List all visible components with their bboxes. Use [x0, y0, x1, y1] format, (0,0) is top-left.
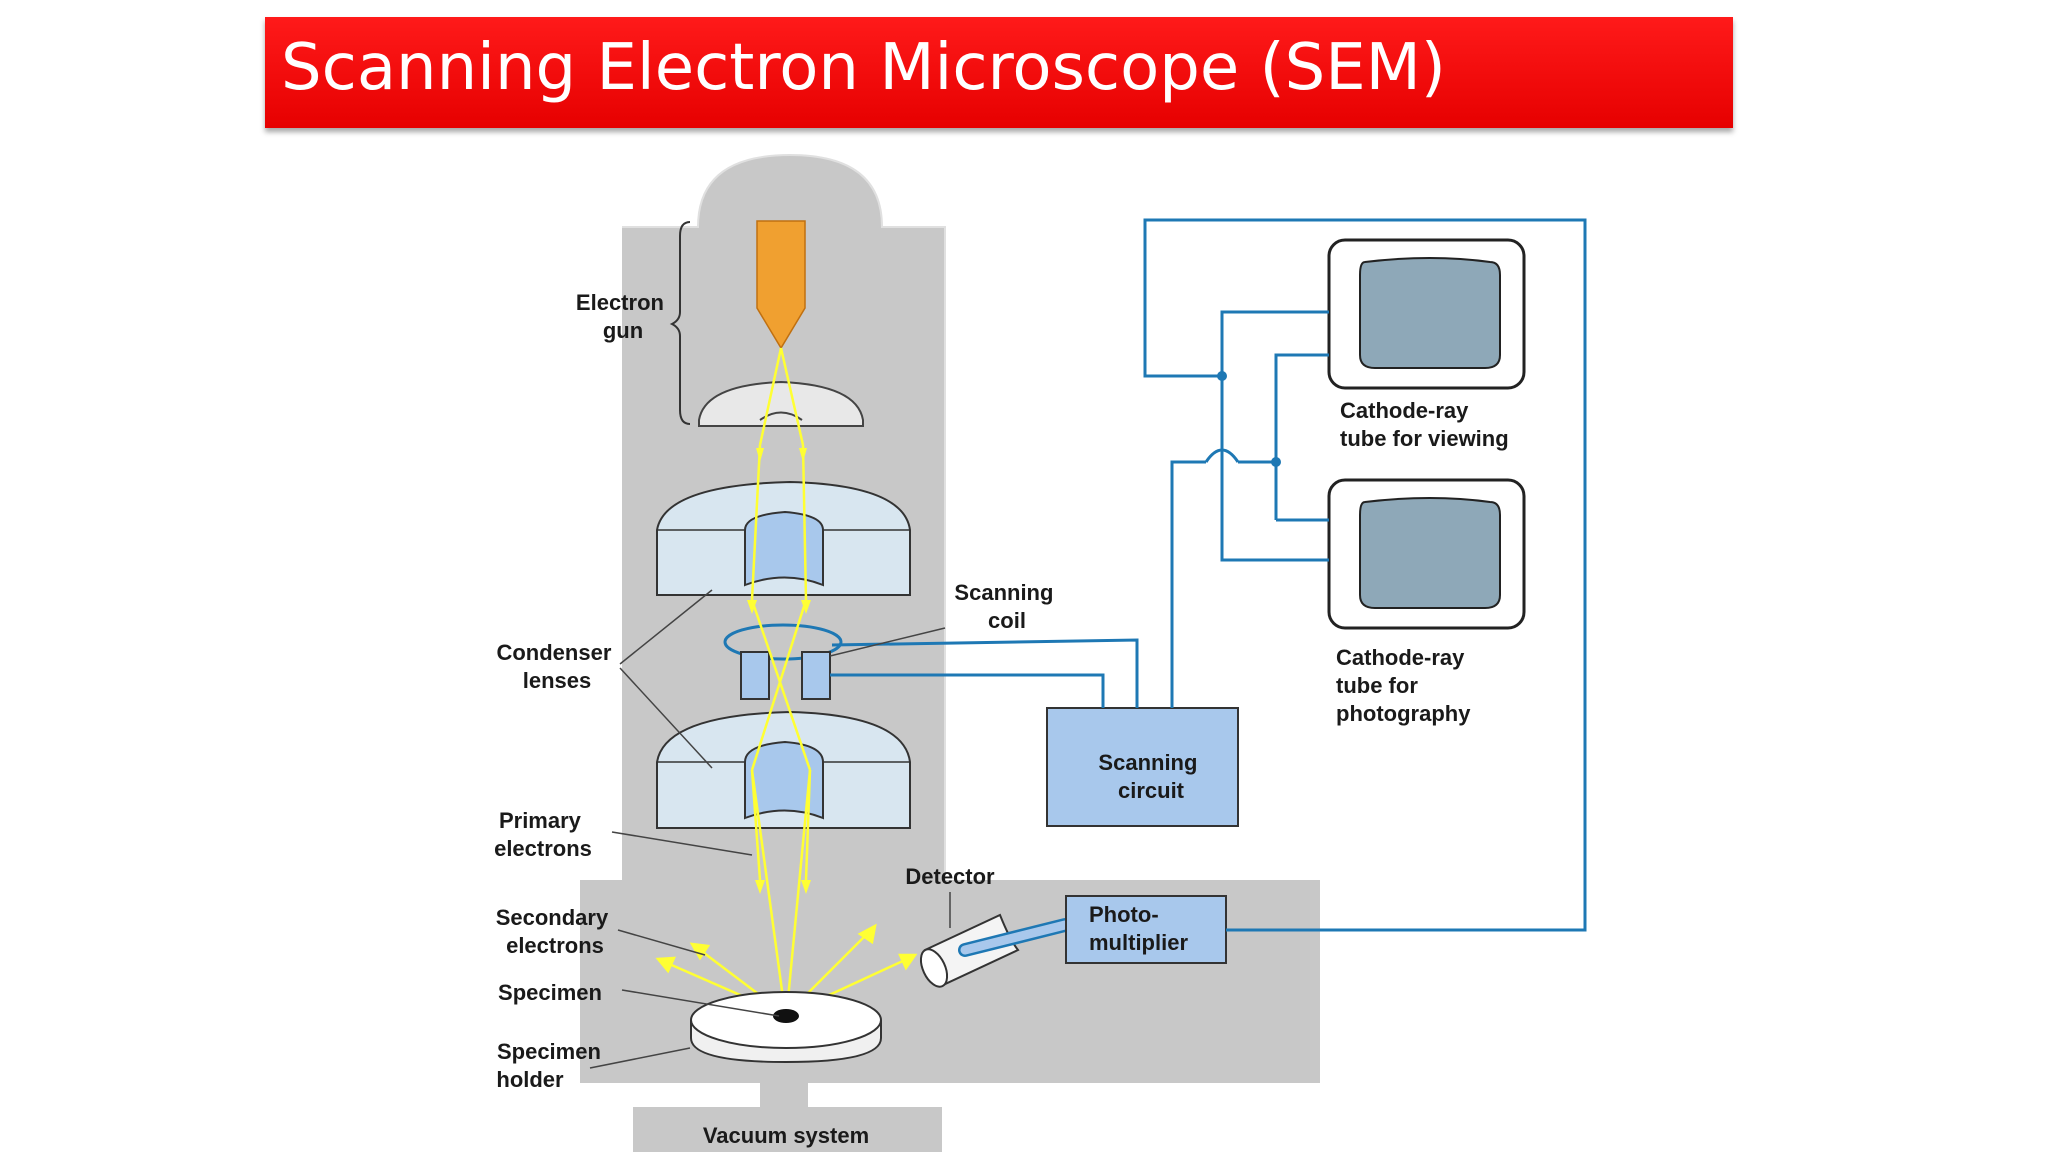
specimen-holder [690, 991, 882, 1064]
label-scanning-coil: Scanning coil [954, 580, 1059, 633]
upper-condenser-lens [656, 480, 911, 596]
wiring [830, 218, 1587, 932]
photomultiplier-box [1065, 895, 1227, 964]
crt-viewing [1327, 238, 1526, 390]
label-crt-photography: Cathode-ray tube for photography [1336, 645, 1471, 726]
label-secondary-electrons: Secondary electrons [496, 905, 615, 958]
label-primary-electrons: Primary electrons [494, 808, 592, 861]
label-crt-viewing: Cathode-ray tube for viewing [1340, 398, 1509, 451]
scanning-coil [723, 623, 843, 700]
electron-gun [756, 220, 806, 350]
label-specimen-holder: Specimen holder [496, 1039, 607, 1092]
leader-lines [589, 589, 951, 1069]
label-vacuum-system: Vacuum system [703, 1123, 869, 1148]
label-detector: Detector [905, 864, 995, 889]
crt-photography [1327, 478, 1526, 630]
vacuum-system-box [633, 1107, 942, 1152]
specimen [773, 1009, 799, 1023]
beam-arrowheads [747, 448, 811, 894]
label-scanning-circuit: Scanning circuit [1098, 750, 1203, 803]
electron-gun-brace [669, 221, 691, 425]
scanning-circuit-box [1046, 707, 1239, 827]
label-specimen: Specimen [498, 980, 602, 1005]
label-electron-gun: Electron gun [576, 290, 670, 343]
title-bar: Scanning Electron Microscope (SEM) [265, 17, 1733, 128]
label-photomultiplier: Photo- multiplier [1089, 902, 1188, 955]
microscope-column [580, 153, 1320, 1152]
slide-title: Scanning Electron Microscope (SEM) [281, 31, 1446, 105]
wire-junctions [1217, 371, 1281, 467]
label-condenser-lenses: Condenser lenses [496, 640, 617, 693]
detector [919, 913, 1072, 988]
lower-condenser-lens [656, 710, 911, 829]
primary-electron-beam [750, 347, 812, 1021]
